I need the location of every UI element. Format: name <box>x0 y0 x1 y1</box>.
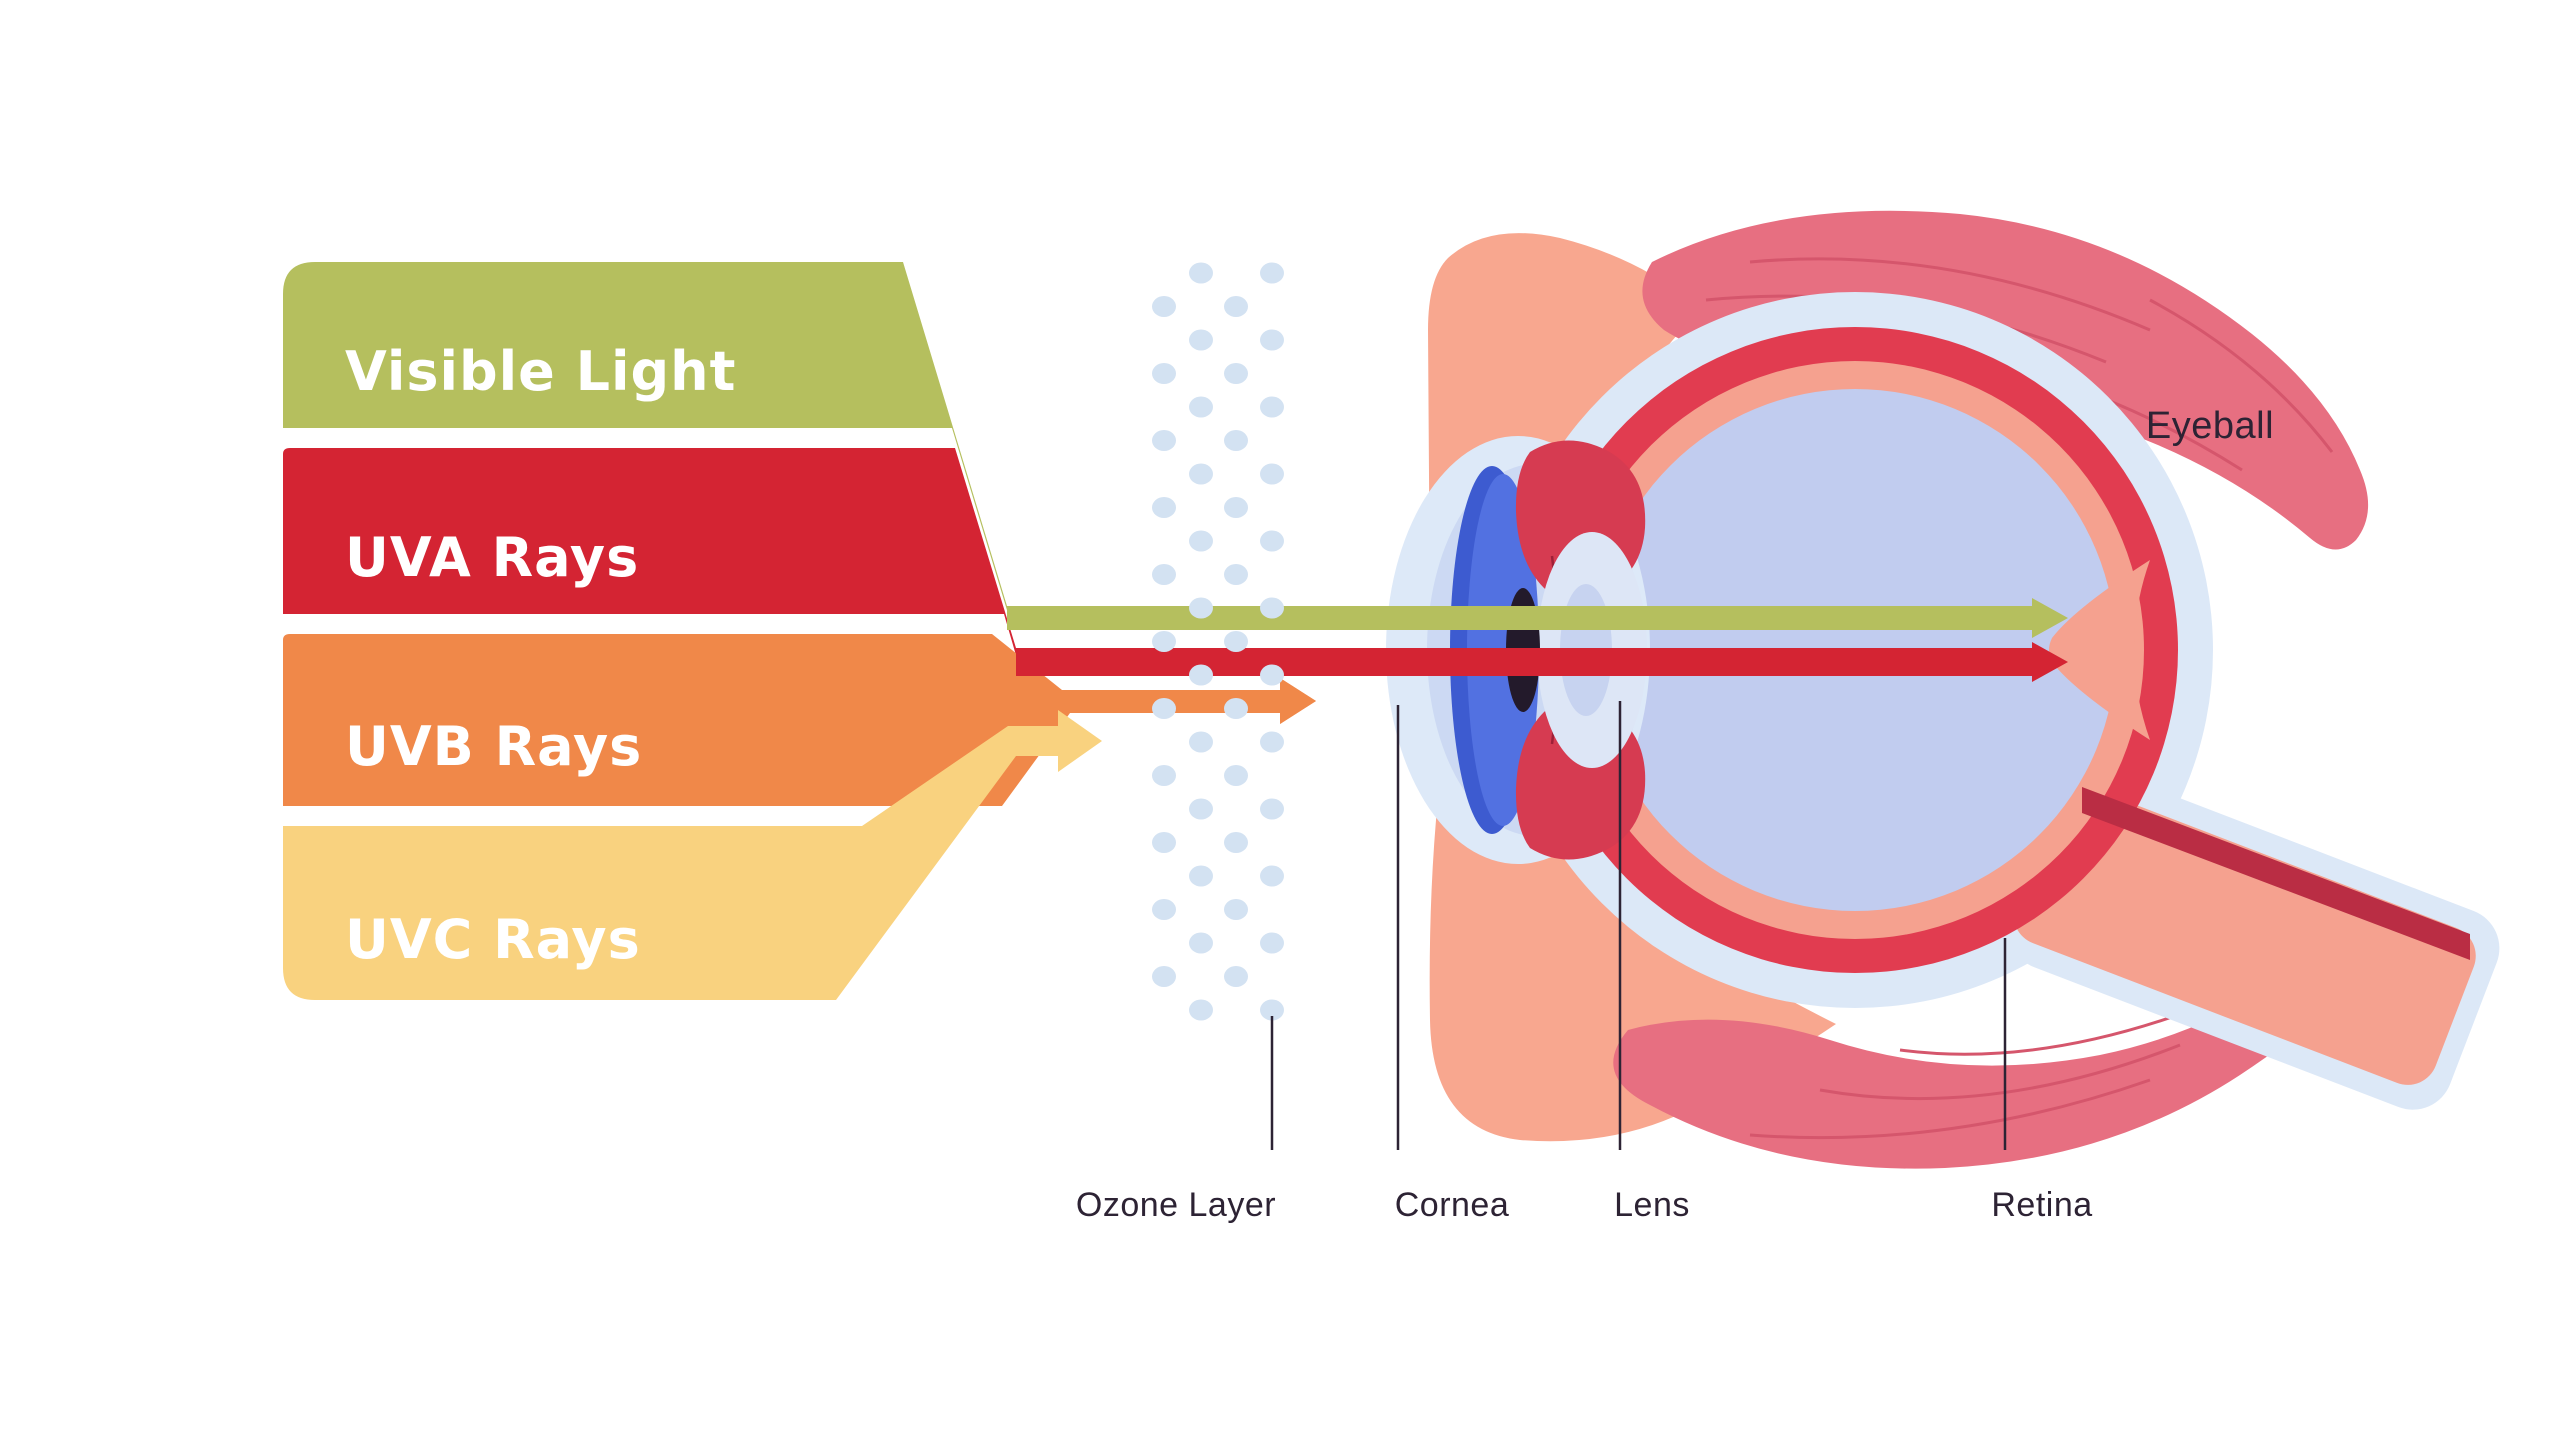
optic-nerve-group <box>2008 768 2500 1110</box>
ozone-dot <box>1189 262 1213 284</box>
ozone-dot <box>1224 966 1248 987</box>
band-uva-rays <box>283 448 2034 676</box>
ozone-dot <box>1189 999 1213 1021</box>
lens-label: Lens <box>1614 1186 1690 1224</box>
brow-flesh-shape <box>1428 233 1700 695</box>
band-label-uvc-rays: UVC Rays <box>345 908 641 971</box>
visible-light-ray <box>1007 606 2032 630</box>
ozone-dot <box>1189 463 1213 485</box>
ozone-dot <box>1224 832 1248 853</box>
band-label-uvb-rays: UVB Rays <box>345 715 642 778</box>
ozone-dot <box>1260 664 1284 686</box>
inferior-rectus-muscle <box>1613 946 2360 1169</box>
ozone-dot <box>1152 497 1176 518</box>
ozone-dot <box>1260 396 1284 418</box>
muscle-fiber-line <box>1749 257 2151 332</box>
ozone-dot <box>1152 296 1176 317</box>
ozone-dot <box>1260 463 1284 485</box>
ozone-dot <box>1152 698 1176 719</box>
callouts-group: Ozone Layer Cornea Lens Retina Eyeball <box>1076 405 2274 1224</box>
muscle-fiber-line <box>1749 1078 2151 1140</box>
ozone-layer-label: Ozone Layer <box>1076 1186 1276 1224</box>
ozone-dot <box>1189 664 1213 686</box>
ozone-dot <box>1260 932 1284 954</box>
ozone-dot <box>1152 363 1176 384</box>
ozone-dot <box>1260 865 1284 887</box>
eyeball-label: Eyeball <box>2146 405 2274 447</box>
ozone-dot <box>1260 798 1284 820</box>
band-uvb-rays <box>283 634 1316 806</box>
ozone-dot <box>1224 564 1248 585</box>
band-label-uva-rays: UVA Rays <box>345 526 639 589</box>
muscle-fiber-line <box>1819 1043 2181 1101</box>
ozone-dot <box>1260 262 1284 284</box>
ozone-dot <box>1152 765 1176 786</box>
optic-nerve-body <box>2013 786 2476 1085</box>
ozone-dot <box>1152 631 1176 652</box>
ozone-dot <box>1260 999 1284 1021</box>
retina-label: Retina <box>1991 1186 2092 1224</box>
ozone-dot <box>1152 966 1176 987</box>
ozone-dot <box>1260 329 1284 351</box>
uva-arrowhead <box>2032 642 2068 682</box>
eyeball-group <box>1386 292 2500 1110</box>
ozone-dot <box>1260 597 1284 619</box>
ozone-dot <box>1189 329 1213 351</box>
ozone-dot <box>1224 430 1248 451</box>
ozone-dot <box>1224 899 1248 920</box>
ozone-dot <box>1189 932 1213 954</box>
ozone-dot <box>1152 899 1176 920</box>
ozone-dot <box>1189 865 1213 887</box>
ozone-dot <box>1189 798 1213 820</box>
ozone-dot <box>1189 731 1213 753</box>
band-label-visible-light: Visible Light <box>345 340 736 403</box>
band-uvc-rays <box>283 710 1102 1000</box>
fovea-notch <box>2049 560 2150 740</box>
light-bands-group: Visible Light UVA Rays UVB Rays UVC Rays <box>283 262 2034 1000</box>
ozone-dot <box>1189 530 1213 552</box>
ozone-dot <box>1224 296 1248 317</box>
uvb-arrowhead <box>1280 678 1316 724</box>
ozone-dot <box>1152 430 1176 451</box>
ozone-dot <box>1152 832 1176 853</box>
visible-light-arrowhead <box>2032 598 2068 638</box>
ozone-dot <box>1224 497 1248 518</box>
ozone-dot <box>1152 564 1176 585</box>
ozone-dot <box>1224 363 1248 384</box>
optic-nerve-artery-stripe <box>2082 787 2470 960</box>
light-ray-arrows-group <box>1007 598 2068 724</box>
ozone-dot <box>1224 765 1248 786</box>
muscle-fiber-line <box>2149 298 2334 453</box>
ozone-dot <box>1224 631 1248 652</box>
ozone-dot <box>1224 698 1248 719</box>
band-visible-light <box>283 262 2034 630</box>
uva-ray <box>1016 648 2032 676</box>
ozone-dot <box>1189 597 1213 619</box>
cornea-label: Cornea <box>1395 1186 1510 1224</box>
ozone-layer-dots-group <box>1152 262 1284 1021</box>
ozone-dot <box>1260 530 1284 552</box>
ozone-dot <box>1189 396 1213 418</box>
ozone-dot <box>1260 731 1284 753</box>
